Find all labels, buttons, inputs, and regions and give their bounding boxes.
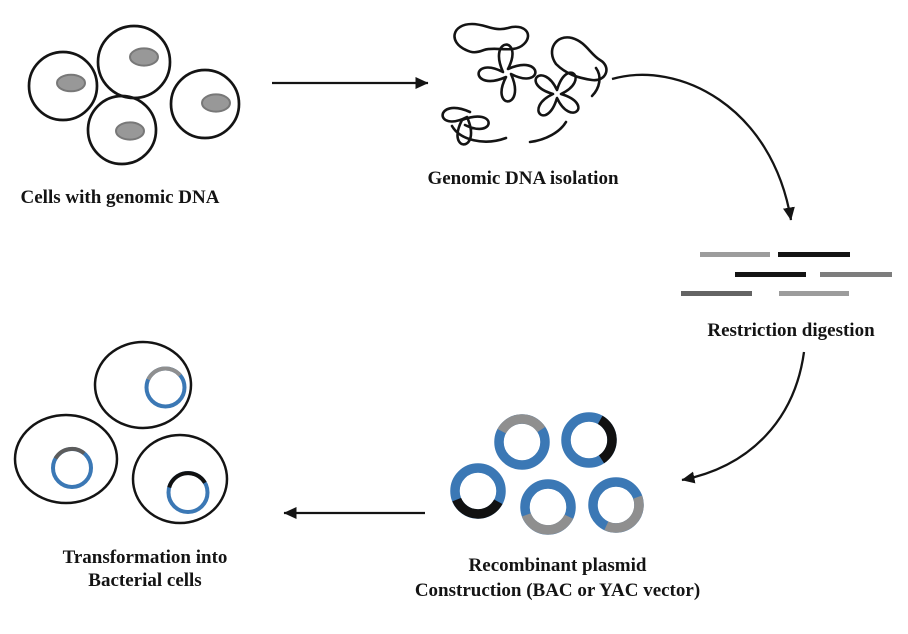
- plasmid-insert: [53, 446, 86, 460]
- dna-strand: [441, 106, 490, 146]
- label-isolation: Genomic DNA isolation: [427, 168, 619, 189]
- cell: [27, 50, 99, 122]
- label-transformation-line2: Bacterial cells: [88, 570, 202, 591]
- plasmid-insert: [452, 497, 503, 519]
- label-transformation-line1: Transformation into: [62, 547, 228, 568]
- dna-fragment: [700, 252, 770, 257]
- dna-fragments-group: [681, 252, 892, 296]
- plasmid-insert: [597, 415, 617, 464]
- nucleus: [56, 73, 86, 93]
- label-cells: Cells with genomic DNA: [20, 187, 220, 208]
- nucleus: [129, 47, 159, 67]
- plasmid-insert: [497, 414, 546, 434]
- dna-strand: [450, 124, 508, 143]
- dna-fragment: [778, 252, 850, 257]
- plasmid-insert: [604, 495, 644, 533]
- bacterial-cell: [131, 433, 229, 525]
- dna-strand: [528, 120, 568, 144]
- dna-strand: [534, 71, 580, 117]
- dna-fragment: [681, 291, 752, 296]
- dna-fragment: [779, 291, 849, 296]
- dna-fragment: [735, 272, 806, 277]
- arrow-digestion-to-construction-icon: [681, 351, 806, 484]
- dna-strand: [453, 22, 530, 54]
- dna-strand: [477, 43, 537, 103]
- arrow-isolation-to-digestion-icon: [611, 73, 795, 221]
- dna-strand: [590, 66, 601, 98]
- label-construction-line1: Recombinant plasmid: [468, 555, 647, 576]
- nucleus: [201, 93, 231, 113]
- bacterial-cell: [13, 413, 119, 505]
- dna-tangle: [441, 22, 608, 146]
- plasmids-group: [450, 412, 644, 535]
- label-construction-line2: Construction (BAC or YAC vector): [414, 580, 701, 601]
- label-transformation: Transformation into Bacterial cells: [45, 546, 245, 592]
- source-cells-group: [27, 24, 241, 166]
- plasmid-insert: [146, 366, 182, 381]
- label-construction: Recombinant plasmid Construction (BAC or…: [395, 553, 720, 603]
- dna-fragment: [820, 272, 892, 277]
- plasmid-insert: [521, 512, 574, 535]
- plasmid-insert: [167, 471, 207, 489]
- bacterial-cell: [93, 340, 193, 430]
- nucleus: [115, 121, 145, 141]
- dna-strand: [550, 36, 608, 82]
- cell: [86, 94, 158, 166]
- cell: [169, 68, 241, 140]
- label-digestion: Restriction digestion: [707, 320, 875, 341]
- bacterial-cells-group: [13, 340, 229, 525]
